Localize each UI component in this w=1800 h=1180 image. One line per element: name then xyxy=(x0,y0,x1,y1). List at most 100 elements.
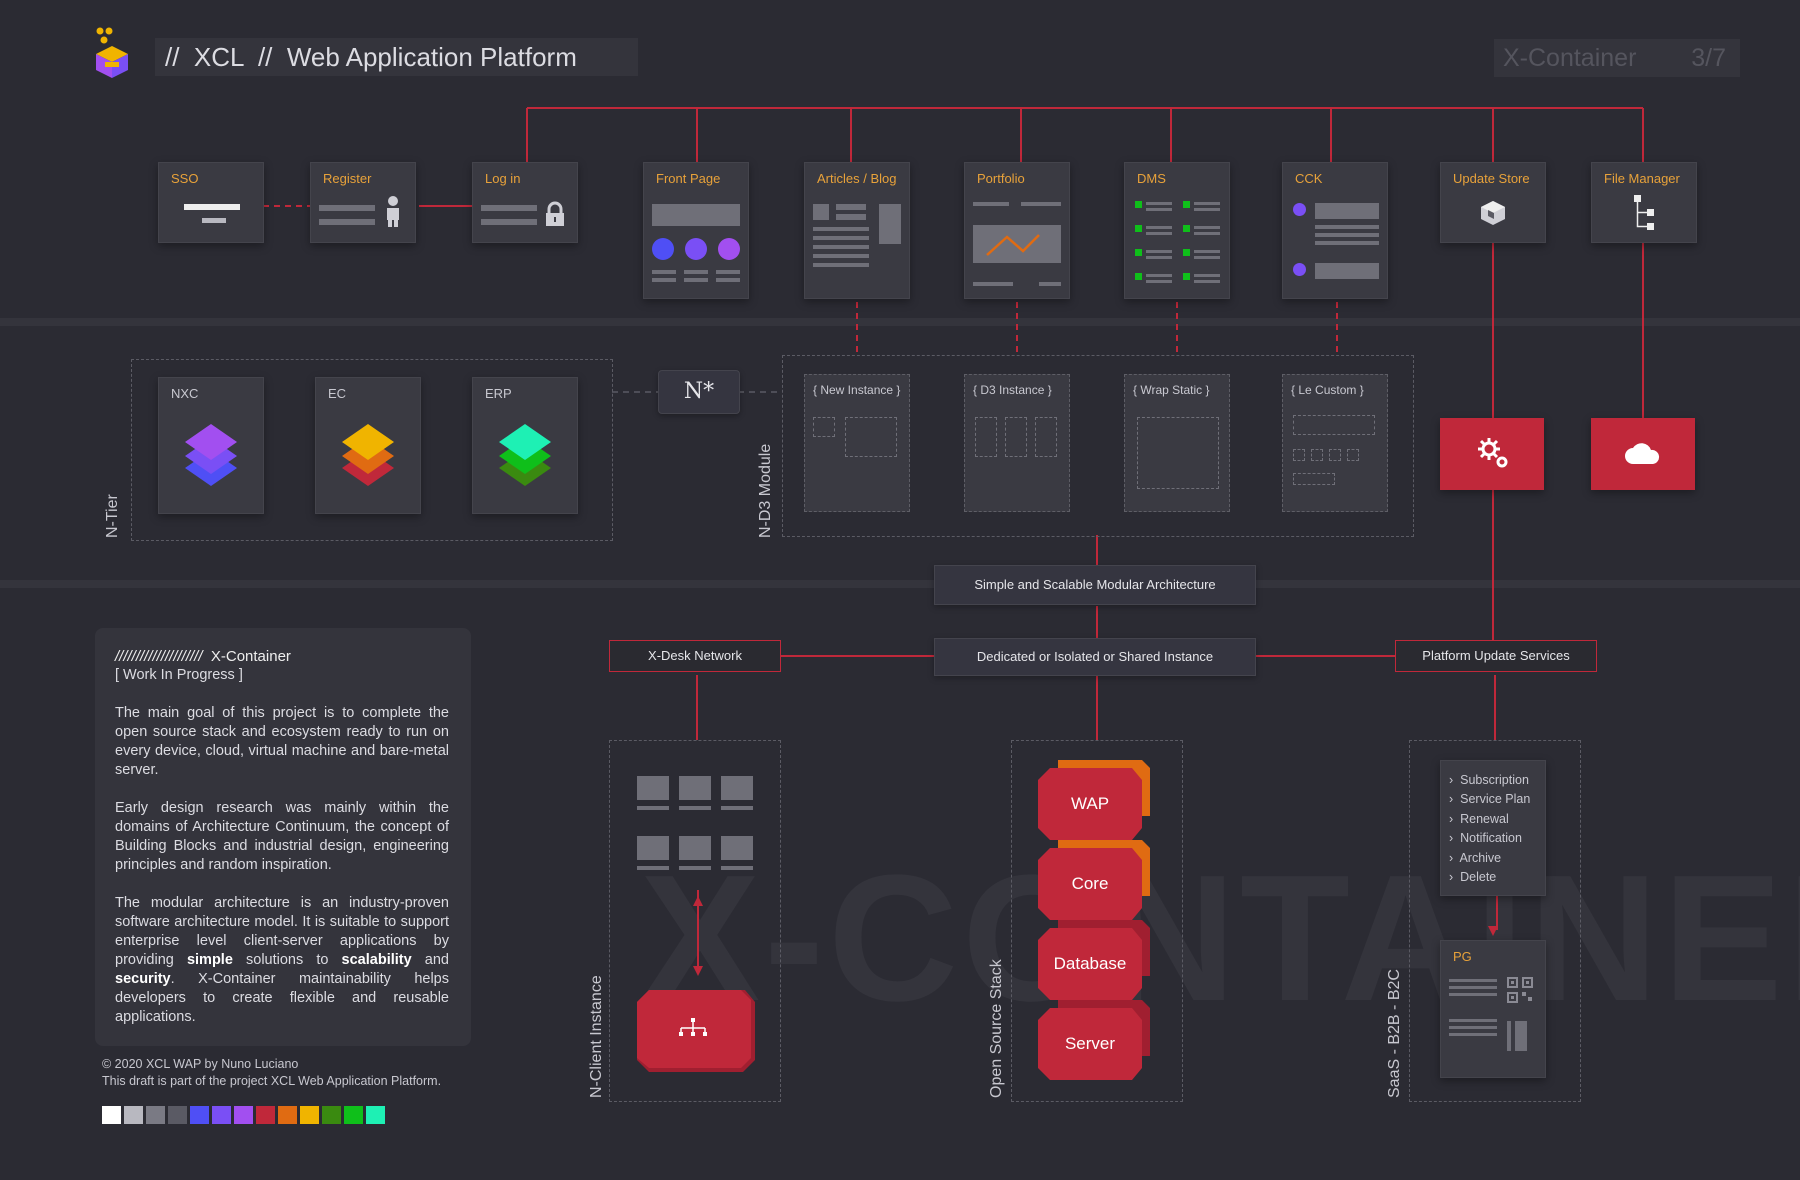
barcode-icon xyxy=(1507,1021,1511,1051)
stack-label: Database xyxy=(1053,954,1127,973)
color-swatch xyxy=(366,1106,385,1124)
user-icon xyxy=(387,196,399,227)
card-label: Front Page xyxy=(656,171,721,186)
menu-item-archive[interactable]: › Archive xyxy=(1449,851,1501,865)
barcode-icon xyxy=(1515,1021,1527,1051)
line-icon xyxy=(652,270,676,274)
card-update-store[interactable]: Update Store xyxy=(1440,162,1546,243)
card-label: Articles / Blog xyxy=(817,171,897,186)
line-icon xyxy=(1039,282,1061,286)
saas-group xyxy=(1409,740,1581,1102)
tier-nxc[interactable]: NXC xyxy=(158,377,264,514)
qr-code-icon xyxy=(1507,977,1533,1003)
frame-icon xyxy=(1137,417,1219,489)
nd3-label: N-D3 Module xyxy=(757,443,774,538)
layers-icon xyxy=(342,424,394,486)
n-tier-label: N-Tier xyxy=(104,494,121,538)
tier-erp[interactable]: ERP xyxy=(472,377,578,514)
line-icon xyxy=(721,866,753,870)
color-swatch xyxy=(322,1106,341,1124)
cloud-service[interactable] xyxy=(1591,418,1695,490)
card-login[interactable]: Log in xyxy=(472,162,578,243)
card-articles[interactable]: Articles / Blog xyxy=(804,162,910,299)
line-icon xyxy=(1315,225,1379,229)
instance-label: { D3 Instance } xyxy=(973,383,1052,397)
menu-item-renewal[interactable]: › Renewal xyxy=(1449,812,1509,826)
menu-item-service-plan[interactable]: › Service Plan xyxy=(1449,792,1530,806)
card-front-page[interactable]: Front Page xyxy=(643,162,749,299)
architecture-box: Simple and Scalable Modular Architecture xyxy=(934,565,1256,605)
info-text: The modular architecture is an industry-… xyxy=(115,895,449,968)
badge-page: 3/7 xyxy=(1691,44,1726,72)
folder-tree-icon xyxy=(1634,195,1654,230)
sso-bar-icon xyxy=(184,204,240,210)
stack-label: Server xyxy=(1064,1034,1116,1053)
color-swatch xyxy=(212,1106,231,1124)
card-cck[interactable]: CCK xyxy=(1282,162,1388,299)
line-icon xyxy=(813,245,869,249)
card-register[interactable]: Register xyxy=(310,162,416,243)
info-emphasis: security xyxy=(115,971,171,987)
n-star-node[interactable]: N* xyxy=(658,370,740,414)
color-swatch xyxy=(190,1106,209,1124)
client-tile xyxy=(679,836,711,860)
info-emphasis: simple xyxy=(186,952,233,968)
line-icon xyxy=(637,806,669,810)
field-icon xyxy=(1315,263,1379,279)
line-icon xyxy=(684,278,708,282)
stack-database[interactable]: Database xyxy=(1038,920,1150,1000)
settings-service[interactable] xyxy=(1440,418,1544,490)
card-sso[interactable]: SSO xyxy=(158,162,264,243)
card-portfolio[interactable]: Portfolio xyxy=(964,162,1070,299)
color-swatch xyxy=(344,1106,363,1124)
chevron-right-icon: › xyxy=(1449,870,1454,884)
network-node[interactable] xyxy=(637,990,755,1072)
menu-item-subscription[interactable]: › Subscription xyxy=(1449,773,1529,787)
menu-item-delete[interactable]: › Delete xyxy=(1449,870,1496,884)
instance-wrap[interactable]: { Wrap Static } xyxy=(1124,374,1230,512)
platform-update-box[interactable]: Platform Update Services xyxy=(1395,640,1597,672)
stack-server[interactable]: Server xyxy=(1038,1000,1150,1080)
color-swatch xyxy=(168,1106,187,1124)
color-swatch xyxy=(102,1106,121,1124)
network-icon xyxy=(679,1018,707,1036)
xdesk-network-box[interactable]: X-Desk Network xyxy=(609,640,781,672)
stack-wap[interactable]: WAP xyxy=(1038,760,1150,840)
line-icon xyxy=(813,254,869,258)
card-label: CCK xyxy=(1295,171,1323,186)
client-tile xyxy=(679,776,711,800)
frame-icon xyxy=(1329,449,1341,461)
cloud-icon xyxy=(1625,443,1660,464)
info-status: [ Work In Progress ] xyxy=(115,667,243,683)
chart-icon xyxy=(973,225,1061,263)
card-label: SSO xyxy=(171,171,199,186)
watermark: X-CONTAINER xyxy=(640,838,1800,1039)
pg-card[interactable]: PG xyxy=(1440,940,1546,1078)
tier-ec[interactable]: EC xyxy=(315,377,421,514)
instance-d3[interactable]: { D3 Instance } xyxy=(964,374,1070,512)
sidebar-icon xyxy=(879,204,901,244)
line-icon xyxy=(973,282,1013,286)
instance-label: { New Instance } xyxy=(813,383,901,397)
info-text: and xyxy=(411,952,449,968)
frame-icon xyxy=(1005,417,1027,457)
nd3-module-group xyxy=(782,355,1414,537)
frame-icon xyxy=(1293,449,1305,461)
card-file-manager[interactable]: File Manager xyxy=(1591,162,1697,243)
line-icon xyxy=(836,204,866,210)
card-dms[interactable]: DMS xyxy=(1124,162,1230,299)
stack-label: Core xyxy=(1071,874,1109,893)
stack-core[interactable]: Core xyxy=(1038,840,1150,920)
line-icon xyxy=(721,806,753,810)
color-swatch xyxy=(256,1106,275,1124)
card-label: DMS xyxy=(1137,171,1166,186)
line-icon xyxy=(716,278,740,282)
instance-custom[interactable]: { Le Custom } xyxy=(1282,374,1388,512)
client-group xyxy=(609,740,781,1102)
instance-new[interactable]: { New Instance } xyxy=(804,374,910,512)
logo xyxy=(92,26,132,78)
page-badge: X-Container 3/7 xyxy=(1494,39,1740,77)
color-swatch xyxy=(124,1106,143,1124)
menu-item-notification[interactable]: › Notification xyxy=(1449,831,1522,845)
card-label: Log in xyxy=(485,171,521,186)
